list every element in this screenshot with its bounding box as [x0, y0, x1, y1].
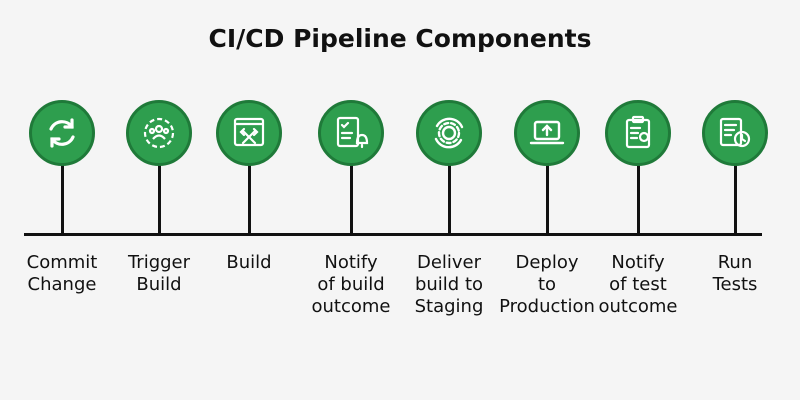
pipeline-timeline — [24, 233, 762, 236]
clipboard-check-icon — [605, 100, 671, 166]
stage-label: Commit Change — [26, 252, 98, 295]
refresh-cycle-icon — [29, 100, 95, 166]
stage-connector — [637, 160, 640, 235]
stage-label: Trigger Build — [127, 252, 191, 295]
stage-connector — [158, 160, 161, 235]
stage-label: Run Tests — [712, 252, 758, 295]
laptop-upload-icon — [514, 100, 580, 166]
stage-label: Deploy to Production — [499, 252, 595, 317]
gear-refresh-icon — [416, 100, 482, 166]
stage-label: Deliver build to Staging — [414, 252, 484, 317]
stage-connector — [61, 160, 64, 235]
stage-connector — [350, 160, 353, 235]
stage-connector — [546, 160, 549, 235]
stage-label: Notify of build outcome — [311, 252, 391, 317]
code-tools-icon — [216, 100, 282, 166]
team-gear-icon — [126, 100, 192, 166]
stage-connector — [448, 160, 451, 235]
test-report-stopwatch-icon — [702, 100, 768, 166]
stage-connector — [734, 160, 737, 235]
stage-label: Build — [226, 252, 272, 273]
checklist-bell-icon — [318, 100, 384, 166]
stage-connector — [248, 160, 251, 235]
diagram-title: CI/CD Pipeline Components — [208, 24, 592, 53]
stage-label: Notify of test outcome — [598, 252, 678, 317]
